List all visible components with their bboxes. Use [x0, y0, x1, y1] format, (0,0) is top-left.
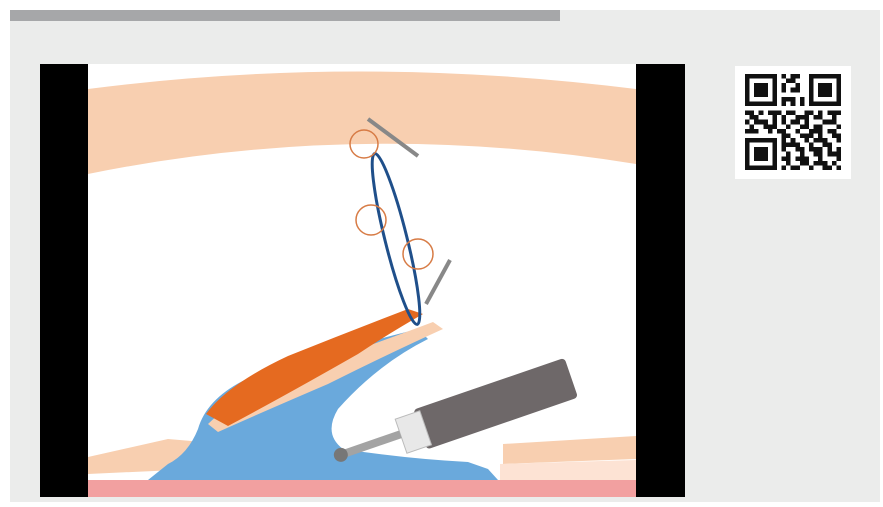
surgical-illustration	[88, 64, 636, 497]
video-frame[interactable]	[40, 64, 685, 497]
title-bar	[10, 10, 560, 21]
qr-code[interactable]	[735, 66, 851, 179]
qr-code-icon	[745, 74, 841, 170]
floor-layer	[88, 480, 636, 497]
